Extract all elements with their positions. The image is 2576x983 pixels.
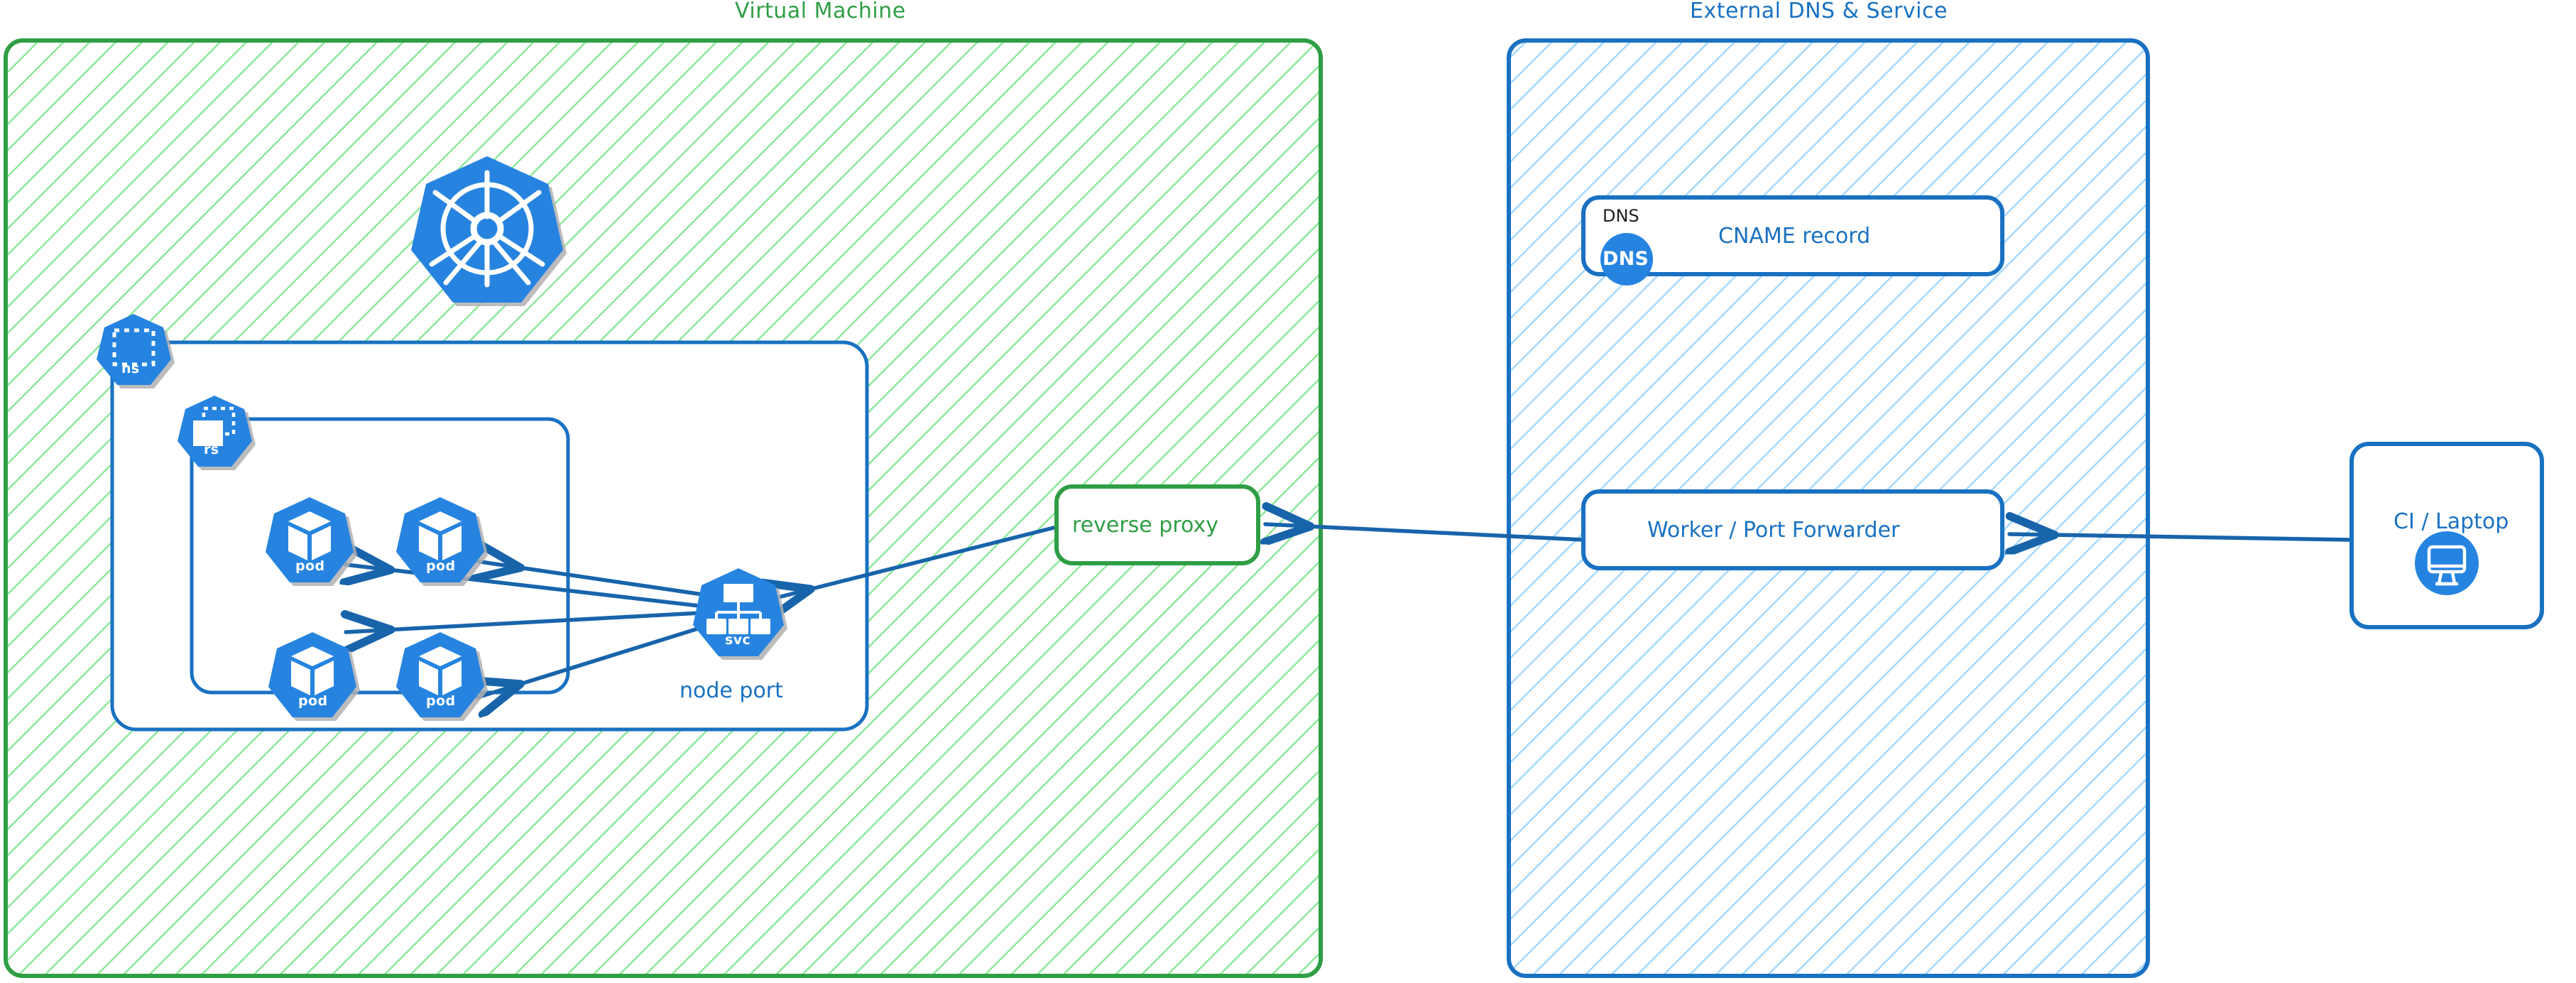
reverse-proxy-label: reverse proxy xyxy=(1072,513,1218,538)
cname-record-box[interactable] xyxy=(1581,195,2004,276)
arrow-svc-to-pod-2 xyxy=(476,561,719,599)
pod-2-caption: pod xyxy=(426,558,456,574)
arrow-group-svc-to-pods xyxy=(346,561,721,697)
desktop-monitor-icon xyxy=(2415,531,2479,595)
node-port-label: node port xyxy=(680,678,783,703)
ci-laptop-label: CI / Laptop xyxy=(2394,509,2509,534)
arrow-svc-to-pod-4 xyxy=(477,620,721,697)
dns-badge-label: DNS xyxy=(1603,248,1649,270)
pod-4-caption: pod xyxy=(426,693,456,709)
ns-badge-caption: ns xyxy=(121,361,140,376)
dns-group-label: DNS xyxy=(1603,206,1639,226)
arrow-reverse-proxy-to-svc xyxy=(767,525,1059,600)
svc-caption: svc xyxy=(725,632,751,648)
pod-1-caption: pod xyxy=(295,558,325,574)
arrow-worker-to-reverse-proxy xyxy=(1265,524,1586,540)
k8s-replicaset-icon xyxy=(178,396,252,467)
arrow-svc-to-pod-1 xyxy=(346,565,714,609)
kubernetes-wheel-icon xyxy=(411,156,563,303)
pod-3-caption: pod xyxy=(298,693,328,709)
worker-port-forwarder-box[interactable] xyxy=(1581,489,2004,570)
virtual-machine-title: Virtual Machine xyxy=(735,0,906,23)
replicaset-container xyxy=(190,417,570,695)
reverse-proxy-box[interactable] xyxy=(1054,484,1260,565)
arrow-ci-laptop-to-worker xyxy=(2009,534,2354,540)
arrow-svc-to-pod-3 xyxy=(346,612,715,632)
rs-badge-caption: rs xyxy=(204,442,219,457)
k8s-service-icon xyxy=(693,568,784,656)
worker-port-forwarder-label: Worker / Port Forwarder xyxy=(1647,518,1900,543)
dns-badge-icon xyxy=(1600,233,1653,286)
external-dns-service-title: External DNS & Service xyxy=(1690,0,1948,23)
cname-record-label: CNAME record xyxy=(1718,224,1871,249)
k8s-namespace-icon xyxy=(97,314,171,385)
k8s-pod-icon-group xyxy=(266,497,484,717)
